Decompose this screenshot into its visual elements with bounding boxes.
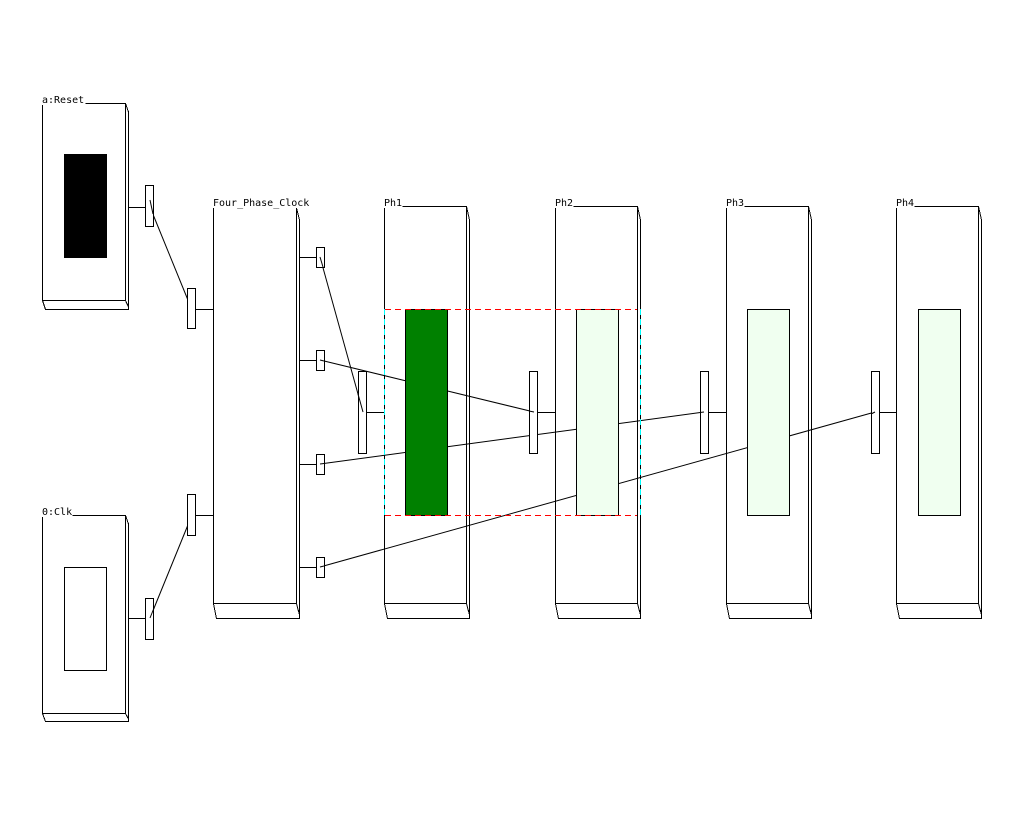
block-clk-label: 0:Clk bbox=[42, 507, 72, 518]
block-ph2[interactable]: Ph2 bbox=[555, 198, 641, 619]
block-ph1[interactable]: Ph1 bbox=[384, 198, 470, 619]
block-ph4-label: Ph4 bbox=[896, 198, 914, 209]
wire-clock-out2-start bbox=[319, 359, 325, 362]
port-ph1-in[interactable] bbox=[358, 371, 367, 454]
port-clock-out3[interactable] bbox=[316, 454, 325, 475]
wire-clock-out1-start bbox=[319, 256, 324, 268]
wire-reset-to-clock[interactable] bbox=[149, 206, 193, 311]
port-clk-out[interactable] bbox=[145, 598, 154, 640]
block-ph3-outline bbox=[726, 206, 812, 619]
block-reset[interactable]: a:Reset bbox=[42, 95, 129, 310]
port-clock-reset-in[interactable] bbox=[187, 288, 196, 329]
block-four-phase-clock[interactable]: Four_Phase_Clock bbox=[213, 198, 309, 619]
indicator-ph2[interactable] bbox=[576, 309, 619, 516]
wire-clock-out1-to-ph1[interactable] bbox=[319, 256, 364, 413]
selection-marquee[interactable] bbox=[384, 309, 641, 516]
block-ph2-label: Ph2 bbox=[555, 198, 573, 209]
wire-clk-to-clock[interactable] bbox=[149, 514, 193, 619]
block-clk-outline bbox=[42, 515, 129, 722]
indicator-ph3[interactable] bbox=[747, 309, 790, 516]
indicator-ph1[interactable] bbox=[405, 309, 448, 516]
wire-clock-out3-start bbox=[319, 463, 325, 465]
port-ph2-in[interactable] bbox=[529, 371, 538, 454]
block-four-phase-clock-label: Four_Phase_Clock bbox=[213, 198, 309, 209]
wire-to-ph4-end bbox=[870, 411, 876, 415]
wire-reset-to-clock-end bbox=[149, 199, 154, 215]
block-ph3-label: Ph3 bbox=[726, 198, 744, 209]
indicators bbox=[64, 154, 961, 671]
indicator-ph4[interactable] bbox=[918, 309, 961, 516]
block-ph1-label: Ph1 bbox=[384, 198, 402, 209]
wire-clock-out4-start bbox=[319, 565, 325, 568]
block-ph4[interactable]: Ph4 bbox=[896, 198, 982, 619]
port-reset-out[interactable] bbox=[145, 185, 154, 227]
port-ph4-in[interactable] bbox=[871, 371, 880, 454]
port-clock-out4[interactable] bbox=[316, 557, 325, 578]
block-reset-label: a:Reset bbox=[42, 95, 84, 106]
port-clock-clk-in[interactable] bbox=[187, 494, 196, 536]
wire-to-ph2-end bbox=[528, 410, 535, 413]
indicator-reset[interactable] bbox=[64, 154, 107, 258]
block-clk[interactable]: 0:Clk bbox=[42, 507, 129, 722]
block-ph3[interactable]: Ph3 bbox=[726, 198, 812, 619]
block-four-phase-clock-outline bbox=[213, 207, 300, 619]
block-ph4-outline bbox=[896, 206, 982, 619]
wire-to-ph1-end bbox=[357, 393, 364, 413]
wire-ends bbox=[149, 199, 876, 619]
block-reset-outline bbox=[42, 103, 129, 310]
ports bbox=[145, 185, 880, 640]
block-ph2-outline bbox=[555, 206, 641, 619]
wire-to-ph3-end bbox=[699, 411, 705, 413]
indicator-clk[interactable] bbox=[64, 567, 107, 671]
wire-clk-to-clock-start bbox=[149, 607, 155, 619]
